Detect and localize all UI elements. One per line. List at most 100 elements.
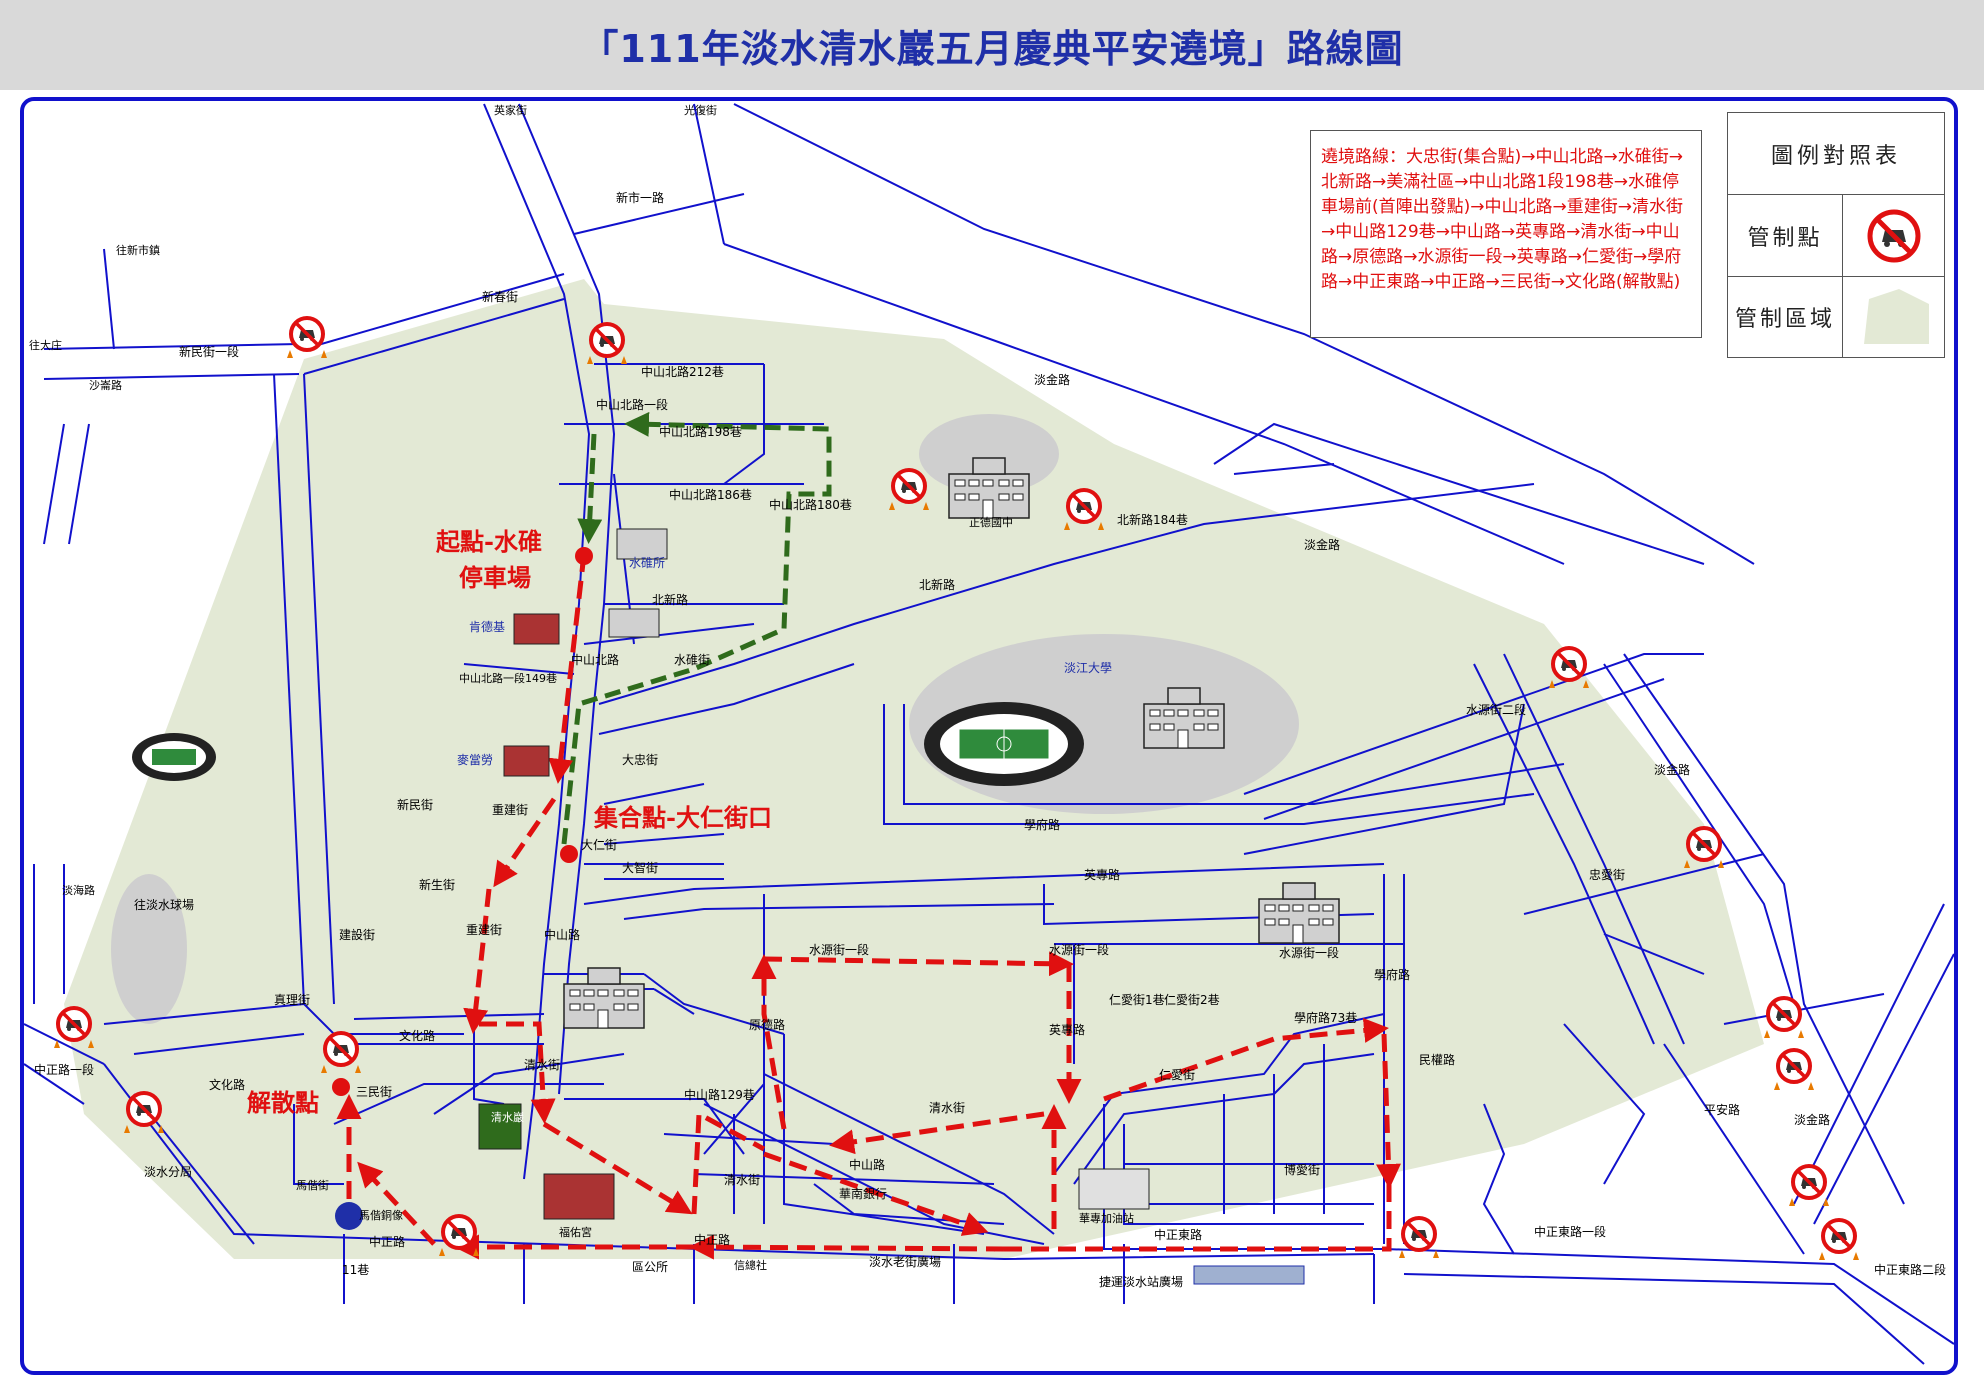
svg-text:水碓街: 水碓街 xyxy=(674,652,710,667)
place-label: 區公所 xyxy=(632,1260,668,1274)
svg-text:大仁街: 大仁街 xyxy=(581,838,617,852)
place-label: 淡水分局 xyxy=(144,1165,192,1179)
legend-row-control-point: 管制點 xyxy=(1728,195,1944,277)
svg-text:平安路: 平安路 xyxy=(1704,1102,1740,1117)
svg-text:中山北路一段: 中山北路一段 xyxy=(596,397,668,412)
svg-text:11巷: 11巷 xyxy=(342,1263,369,1277)
mackay-icon xyxy=(335,1202,363,1230)
svg-text:文化路: 文化路 xyxy=(399,1028,435,1043)
svg-text:學府路73巷: 學府路73巷 xyxy=(1294,1010,1357,1025)
dismissal-label: 解散點 xyxy=(247,1088,319,1117)
svg-text:中山北路180巷: 中山北路180巷 xyxy=(769,497,852,512)
svg-text:學府路: 學府路 xyxy=(1374,967,1410,982)
red-route xyxy=(336,553,1401,1260)
place-label: 信總社 xyxy=(734,1258,767,1272)
place-label: 捷運淡水站廣場 xyxy=(1099,1275,1183,1289)
place-label: 麥當勞 xyxy=(457,753,493,767)
green-route xyxy=(561,411,832,845)
map-title: 「111年淡水清水巖五月慶典平安遶境」路線圖 xyxy=(580,26,1404,71)
place-label: 往新市鎮 xyxy=(116,243,160,257)
shuidui-office-icon xyxy=(616,528,668,560)
svg-text:忠愛街: 忠愛街 xyxy=(1589,868,1625,882)
svg-text:英專路: 英專路 xyxy=(1084,867,1120,882)
place-label: 往大庄 xyxy=(29,338,62,352)
svg-text:文化路: 文化路 xyxy=(209,1077,245,1092)
start-label: 起點-水碓 xyxy=(435,527,542,556)
no-car-icon xyxy=(1867,209,1920,262)
svg-text:中正路: 中正路 xyxy=(369,1234,405,1249)
svg-text:清水街: 清水街 xyxy=(724,1173,760,1187)
svg-text:仁愛街1巷: 仁愛街1巷 xyxy=(1109,993,1165,1007)
route-description-box: 遶境路線：大忠街(集合點)→中山北路→水碓街→北新路→美滿社區→中山北路1段19… xyxy=(1310,130,1702,338)
svg-text:原德路: 原德路 xyxy=(749,1017,785,1032)
control-area-swatch xyxy=(1863,289,1929,344)
svg-text:水源街一段: 水源街一段 xyxy=(1049,942,1109,957)
svg-text:學府路: 學府路 xyxy=(1024,817,1060,832)
small-stadium-icon xyxy=(132,733,216,781)
svg-text:民權路: 民權路 xyxy=(1419,1052,1455,1067)
gas-station-icon xyxy=(1078,1168,1150,1210)
place-label: 淡水老街廣場 xyxy=(869,1255,941,1269)
svg-text:北新路184巷: 北新路184巷 xyxy=(1117,512,1188,527)
control-area xyxy=(64,279,1764,1259)
svg-text:中山北路198巷: 中山北路198巷 xyxy=(659,424,742,439)
svg-text:水源街一段: 水源街一段 xyxy=(1279,945,1339,960)
svg-text:水源街二段: 水源街二段 xyxy=(1466,702,1526,717)
svg-text:水源街一段: 水源街一段 xyxy=(809,942,869,957)
svg-text:北新路: 北新路 xyxy=(652,592,688,607)
svg-text:中正東路一段: 中正東路一段 xyxy=(1534,1224,1606,1239)
assembly-marker xyxy=(560,845,578,863)
place-label: 淡江大學 xyxy=(1064,661,1112,675)
svg-text:英家街: 英家街 xyxy=(494,103,527,117)
svg-text:重建街: 重建街 xyxy=(466,923,502,937)
mcdonalds-icon xyxy=(503,745,550,777)
svg-text:新生街: 新生街 xyxy=(419,877,455,892)
place-label: 肯德基 xyxy=(469,619,505,634)
svg-text:淡金路: 淡金路 xyxy=(1304,537,1340,552)
svg-text:清水街: 清水街 xyxy=(929,1101,965,1115)
dismissal-marker xyxy=(332,1078,350,1096)
svg-text:沙崙路: 沙崙路 xyxy=(89,379,122,392)
svg-text:清水街: 清水街 xyxy=(524,1058,560,1072)
place-label: 清水巖 xyxy=(491,1110,524,1124)
svg-text:新春街: 新春街 xyxy=(482,289,518,304)
street-labels: 新民街一段 新春街 新市一路 中山北路212巷 中山北路198巷 中山北路186… xyxy=(34,103,1946,1277)
svg-text:中山北路212巷: 中山北路212巷 xyxy=(641,364,724,379)
svg-text:仁愛街2巷: 仁愛街2巷 xyxy=(1164,993,1220,1007)
svg-text:淡金路: 淡金路 xyxy=(1794,1112,1830,1127)
legend-label-control-area: 管制區域 xyxy=(1728,277,1843,357)
stadium-area xyxy=(111,874,187,1024)
svg-text:建設街: 建設街 xyxy=(339,927,375,942)
legend-row-control-area: 管制區域 xyxy=(1728,277,1944,357)
start-marker xyxy=(575,547,593,565)
svg-text:淡金路: 淡金路 xyxy=(1034,372,1070,387)
place-label: 華專加油站 xyxy=(1079,1211,1134,1225)
title-bar: 「111年淡水清水巖五月慶典平安遶境」路線圖 xyxy=(0,0,1984,90)
kendeji-icon xyxy=(513,613,560,645)
start-label-2: 停車場 xyxy=(459,563,531,592)
place-label: 往淡水球場 xyxy=(134,897,194,912)
svg-text:大智街: 大智街 xyxy=(622,860,658,875)
stadium-icon xyxy=(924,702,1084,786)
svg-text:中正路一段: 中正路一段 xyxy=(34,1062,94,1077)
assembly-label: 集合點-大仁街口 xyxy=(593,803,772,832)
qingshuiyan-icon xyxy=(478,1103,522,1150)
place-label: 水碓所 xyxy=(629,555,665,570)
route-description: 遶境路線：大忠街(集合點)→中山北路→水碓街→北新路→美滿社區→中山北路1段19… xyxy=(1321,147,1683,292)
place-label: 馬偕銅像 xyxy=(359,1208,403,1222)
svg-text:中山路: 中山路 xyxy=(849,1157,885,1172)
place-label: 華南銀行 xyxy=(839,1186,887,1201)
legend-label-control-point: 管制點 xyxy=(1728,195,1843,276)
svg-text:中山路129巷: 中山路129巷 xyxy=(684,1087,755,1102)
svg-text:光復街: 光復街 xyxy=(684,103,717,117)
svg-text:中山北路: 中山北路 xyxy=(571,652,619,667)
svg-text:中正路: 中正路 xyxy=(694,1232,730,1247)
svg-text:中山北路一段149巷: 中山北路一段149巷 xyxy=(459,671,557,685)
svg-text:中山路: 中山路 xyxy=(544,927,580,942)
svg-text:重建街: 重建街 xyxy=(492,803,528,817)
svg-text:新民街一段: 新民街一段 xyxy=(179,344,239,359)
route-map: 起點-水碓 停車場 集合點-大仁街口 解散點 水碓所 肯德基 麥當勞 淡江大學 … xyxy=(24,103,1954,1365)
svg-text:真理街: 真理街 xyxy=(274,993,310,1007)
svg-text:仁愛街: 仁愛街 xyxy=(1159,1068,1195,1082)
svg-text:三民街: 三民街 xyxy=(356,1085,392,1099)
